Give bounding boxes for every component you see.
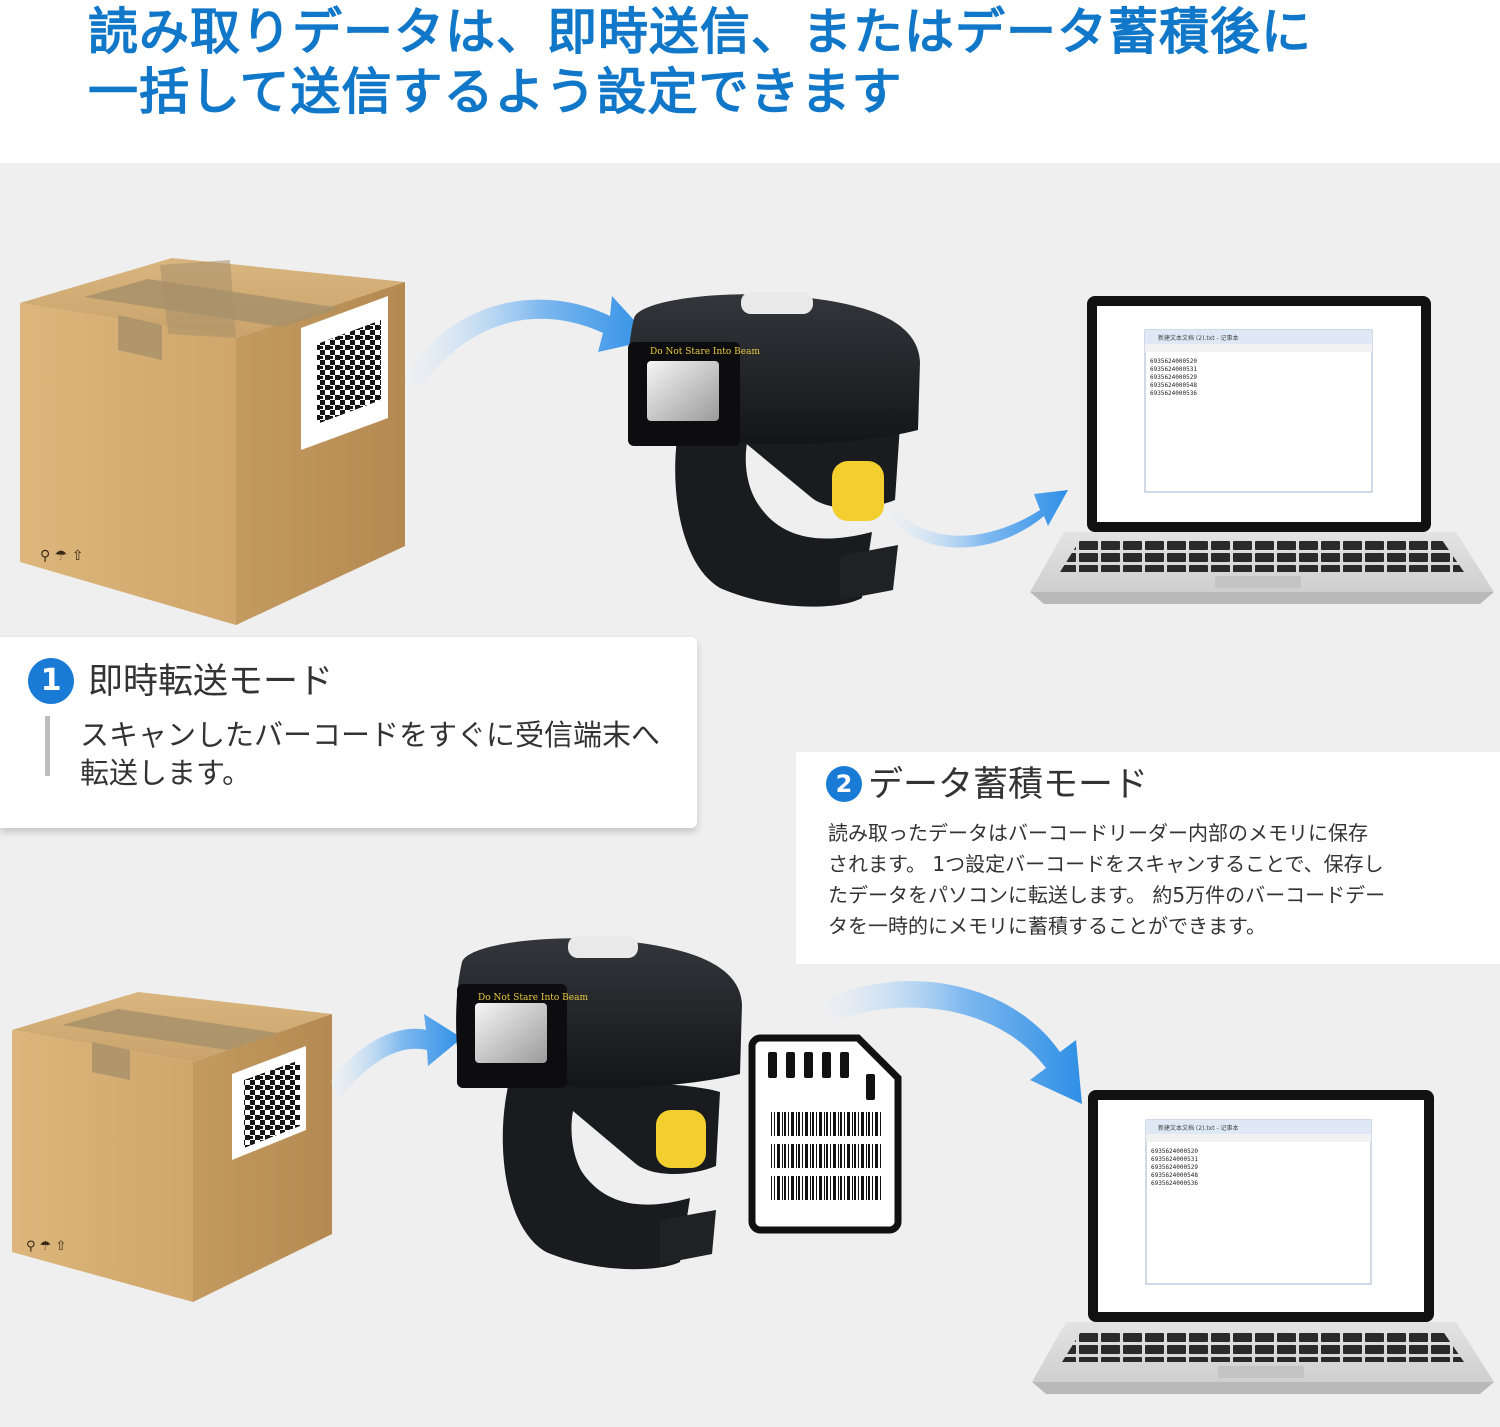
mode-1-title: 即時転送モード <box>88 662 334 702</box>
svg-text:⚲ ☂ ⇧: ⚲ ☂ ⇧ <box>26 1239 66 1254</box>
mode-2-number-badge: 2 <box>826 766 862 802</box>
mode-2-description-line: されます。 1つ設定バーコードをスキャンすることで、保存し <box>828 852 1384 876</box>
notepad-line: 6935624000536 <box>1151 1180 1198 1187</box>
arrow-box-to-scanner-icon <box>405 296 652 388</box>
headline-line-2: 一括して送信するよう設定できます <box>88 63 903 121</box>
notepad-title-top: 新建文本文档 (2).txt - 记事本 <box>1158 334 1239 342</box>
mode-1-accent-bar <box>45 716 50 776</box>
scanner-warning-label-2: Do Not Stare Into Beam <box>478 993 588 1003</box>
mode-2-description-line: タを一時的にメモリに蓄積することができます。 <box>828 914 1266 938</box>
mode-2-title: データ蓄積モード <box>868 765 1149 805</box>
arrow-scanner-to-laptop-icon <box>888 490 1068 548</box>
page-headline: 読み取りデータは、即時送信、またはデータ蓄積後に 一括して送信するよう設定できま… <box>88 2 1468 122</box>
mode-2-description-line: 読み取ったデータはバーコードリーダー内部のメモリに保存 <box>828 821 1368 845</box>
notepad-line: 6935624000531 <box>1150 366 1197 373</box>
cardboard-box-top: ⚲ ☂ ⇧ <box>20 258 405 625</box>
cardboard-box-bottom: ⚲ ☂ ⇧ <box>12 992 332 1302</box>
ring-scanner-top: Do Not Stare Into Beam <box>628 292 920 607</box>
notepad-line: 6935624000520 <box>1150 358 1197 365</box>
notepad-line: 6935624000520 <box>1151 1148 1198 1155</box>
scanner-warning-label: Do Not Stare Into Beam <box>650 347 760 357</box>
mode-2-description: 読み取ったデータはバーコードリーダー内部のメモリに保存 されます。 1つ設定バー… <box>828 818 1385 942</box>
mode-2-card <box>796 752 1500 964</box>
mode-1-number-badge: 1 <box>28 658 74 704</box>
memory-card <box>748 1034 902 1234</box>
mode-2-description-line: たデータをパソコンに転送します。 約5万件のバーコードデー <box>828 883 1386 907</box>
mode-1-card <box>0 637 697 828</box>
notepad-line: 6935624000536 <box>1150 390 1197 397</box>
laptop-top: 新建文本文档 (2).txt - 记事本 6935624000520 69356… <box>1030 296 1494 604</box>
laptop-bottom: 新建文本文档 (2).txt - 记事本 6935624000520 69356… <box>1032 1090 1494 1394</box>
headline-line-1: 読み取りデータは、即時送信、またはデータ蓄積後に <box>88 3 1312 61</box>
mode-1-description: スキャンしたバーコードをすぐに受信端末へ 転送します。 <box>80 716 660 792</box>
ring-scanner-bottom: Do Not Stare Into Beam <box>456 936 742 1270</box>
notepad-line: 6935624000529 <box>1150 374 1197 381</box>
arrow-card-to-laptop-icon <box>820 981 1082 1104</box>
notepad-title-bottom: 新建文本文档 (2).txt - 记事本 <box>1158 1124 1239 1132</box>
notepad-line: 6935624000529 <box>1151 1164 1198 1171</box>
arrow-box-to-scanner-2-icon <box>330 1014 462 1098</box>
notepad-line: 6935624000548 <box>1150 382 1197 389</box>
mode-1-description-line: スキャンしたバーコードをすぐに受信端末へ <box>80 718 661 752</box>
mode-1-description-line: 転送します。 <box>80 756 252 790</box>
svg-text:⚲ ☂ ⇧: ⚲ ☂ ⇧ <box>40 548 83 564</box>
notepad-line: 6935624000531 <box>1151 1156 1198 1163</box>
notepad-line: 6935624000548 <box>1151 1172 1198 1179</box>
